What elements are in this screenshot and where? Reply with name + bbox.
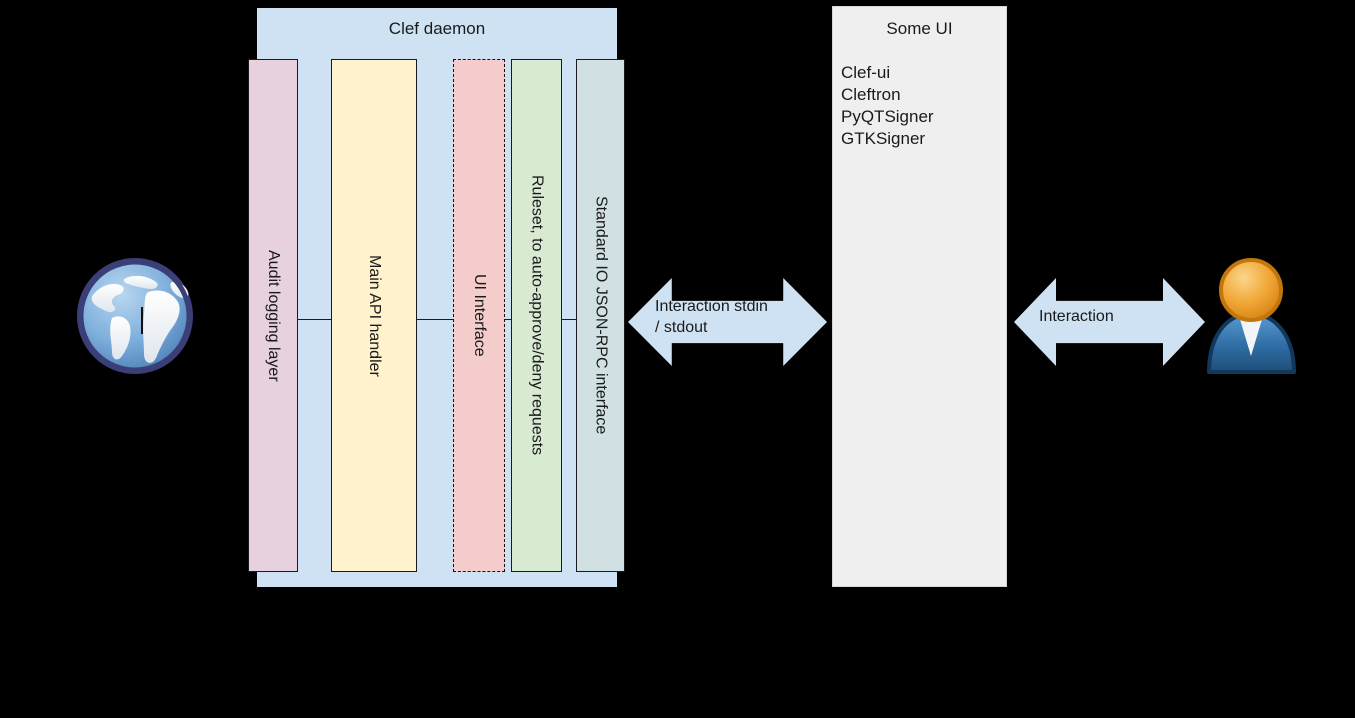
list-item: PyQTSigner xyxy=(841,107,934,126)
some-ui-title: Some UI xyxy=(886,19,953,38)
clef-daemon-panel xyxy=(257,8,617,587)
component-label: Standard IO JSON-RPC interface xyxy=(592,196,610,435)
some-ui-panel xyxy=(832,6,1007,587)
clef-daemon-title: Clef daemon xyxy=(388,19,486,38)
connector-line-audit-api xyxy=(298,319,332,320)
globe-icon xyxy=(72,252,202,387)
stdio-arrow-label: Interaction stdin / stdout xyxy=(655,298,768,336)
component-audit-logging-layer[interactable]: Audit logging layer xyxy=(248,59,298,572)
list-item: Clef-ui xyxy=(841,63,891,82)
component-label: Ruleset, to auto-approve/deny requests xyxy=(528,175,546,456)
component-ruleset[interactable]: Ruleset, to auto-approve/deny requests xyxy=(511,59,562,572)
interaction-arrow-label: Interaction xyxy=(1039,308,1114,325)
component-main-api-handler[interactable]: Main API handler xyxy=(331,59,417,572)
list-item: GTKSigner xyxy=(841,129,926,148)
component-ui-interface[interactable]: UI Interface xyxy=(453,59,505,572)
some-ui-implementations-list: Clef-ui Cleftron PyQTSigner GTKSigner xyxy=(841,62,1001,150)
list-item: Cleftron xyxy=(841,85,901,104)
component-label: UI Interface xyxy=(471,274,488,357)
component-label: Main API handler xyxy=(366,254,383,377)
user-icon xyxy=(1199,252,1304,374)
component-standard-io-json-rpc-interface[interactable]: Standard IO JSON-RPC interface xyxy=(576,59,625,572)
component-label: Audit logging layer xyxy=(265,249,282,382)
